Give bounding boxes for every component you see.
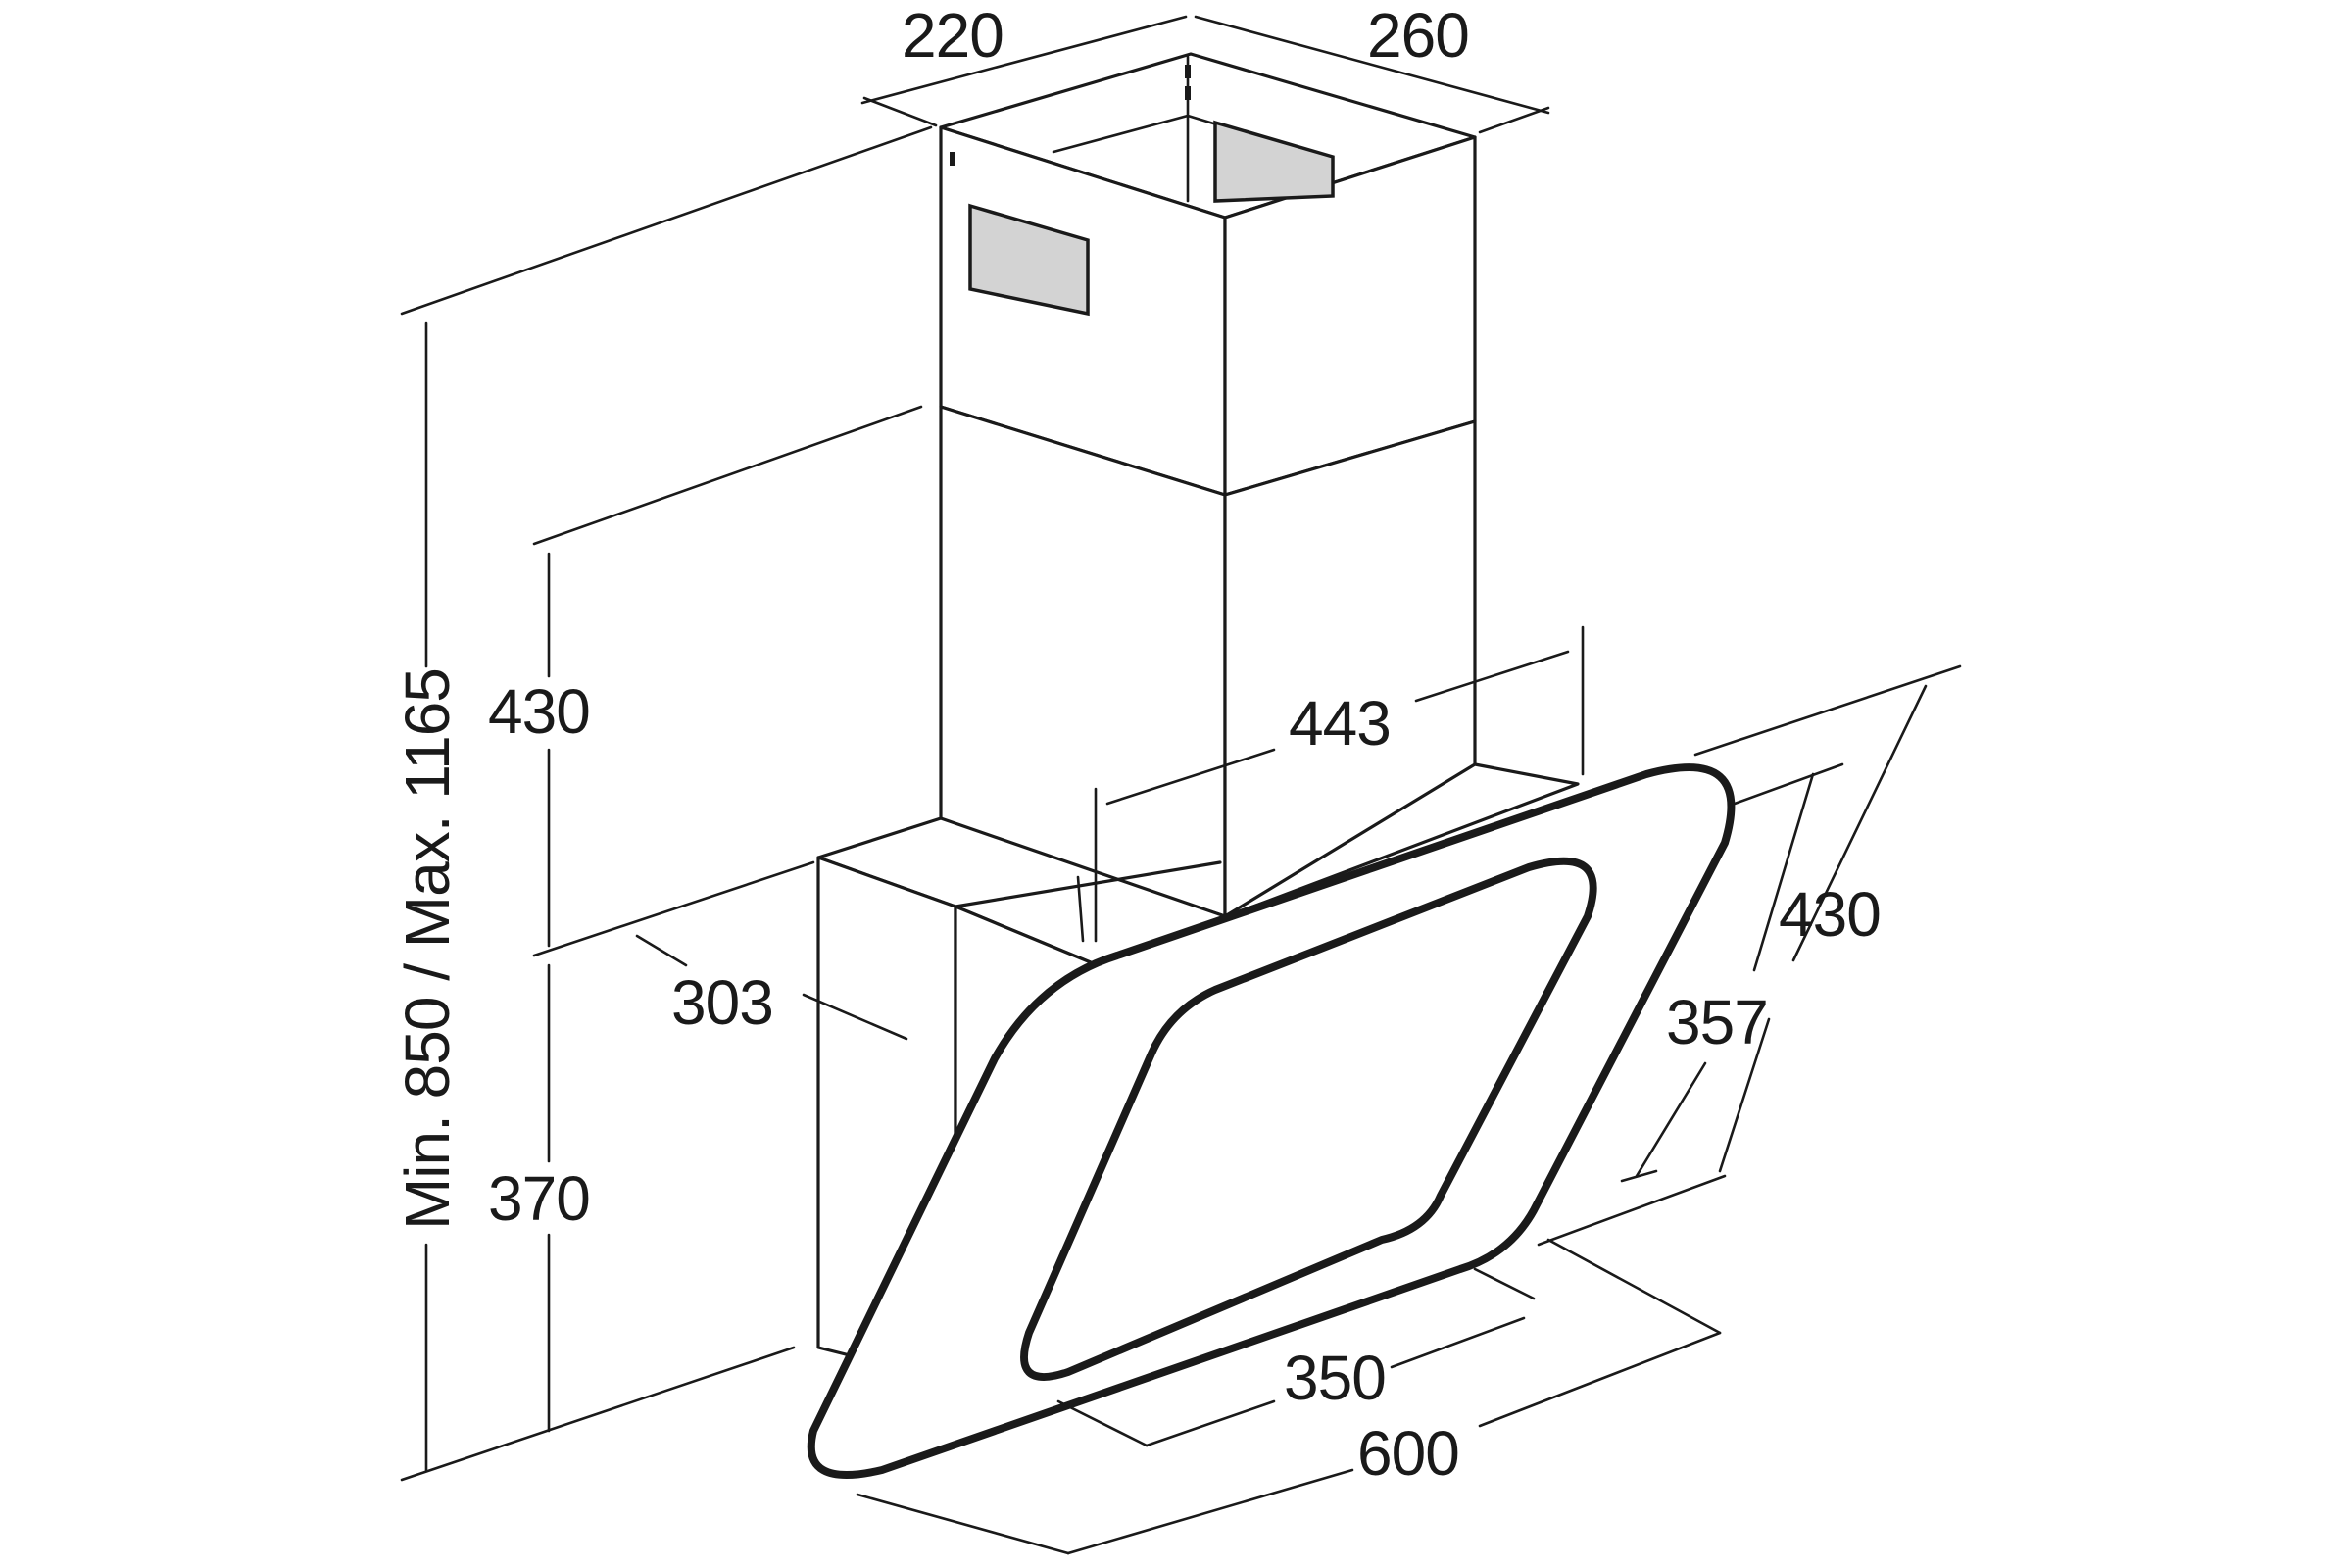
dim-motor-box-width: 443 xyxy=(1289,688,1391,759)
dim-chimney-depth: 220 xyxy=(902,0,1004,71)
dim-filter-width: 350 xyxy=(1284,1343,1386,1413)
dim-hood-width: 600 xyxy=(1357,1418,1459,1489)
vent-side-grey xyxy=(968,203,1090,317)
dimension-lines xyxy=(400,15,1962,1555)
dim-lower-body-height: 370 xyxy=(488,1163,590,1234)
dimension-labels: 220 260 Min. 850 / Max. 1165 430 370 443… xyxy=(392,0,1882,1489)
dim-motor-box-depth: 303 xyxy=(671,967,773,1038)
dim-glass-height-inner: 357 xyxy=(1666,987,1768,1057)
chimney-upper xyxy=(939,52,1477,497)
dim-upper-chimney-height: 430 xyxy=(488,676,590,747)
dim-chimney-width: 260 xyxy=(1367,0,1469,71)
dim-total-height: Min. 850 / Max. 1165 xyxy=(392,668,463,1230)
glass-panel xyxy=(807,763,1736,1479)
vent-inner-grey xyxy=(1213,120,1335,203)
dim-glass-height-outer: 430 xyxy=(1779,879,1881,950)
